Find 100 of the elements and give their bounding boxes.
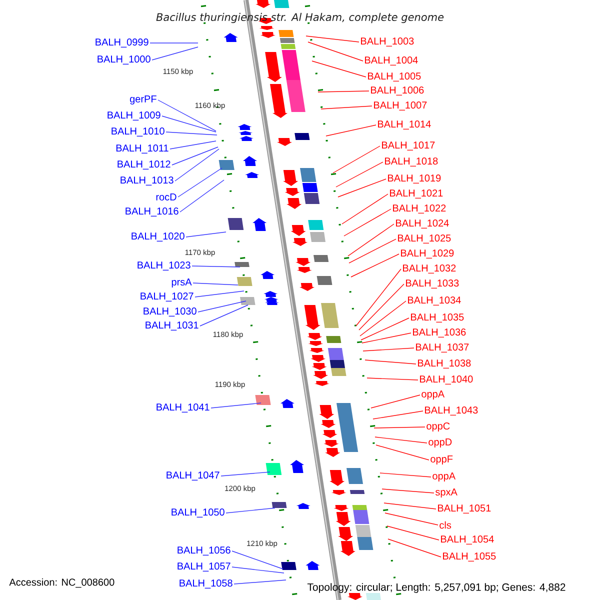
leader-line: [360, 318, 410, 340]
leader-line: [366, 378, 418, 380]
leader-line: [172, 146, 218, 166]
leader-line: [348, 238, 396, 264]
leader-line: [338, 178, 386, 198]
gene-label: BALH_1021: [390, 190, 443, 198]
gene-label: BALH_0999: [96, 38, 148, 48]
gene-label: BALH_1034: [408, 296, 461, 306]
leader-line: [166, 132, 218, 136]
gene-label: cls: [440, 521, 452, 529]
leader-line: [350, 254, 400, 278]
gene-label: BALH_1056: [178, 546, 230, 556]
gene-label: BALH_1009: [108, 112, 160, 120]
gene-label: oppD: [428, 438, 452, 448]
leader-line: [306, 36, 360, 42]
gene-label: BALH_1057: [178, 562, 230, 572]
gene-label: BALH_1025: [398, 234, 451, 244]
leader-line: [220, 472, 270, 476]
leader-line: [186, 232, 226, 238]
gene-label: BALH_1032: [403, 264, 456, 274]
leader-line: [374, 426, 426, 428]
leader-line: [152, 46, 198, 60]
gene-label: BALH_1058: [180, 580, 232, 588]
gene-label: BALH_1005: [368, 72, 421, 82]
gene-label: BALH_1013: [120, 176, 174, 186]
leader-line: [180, 180, 224, 212]
gene-label: BALH_1031: [146, 322, 198, 330]
gene-label: BALH_1011: [116, 144, 168, 154]
leader-line: [388, 538, 442, 558]
leader-line: [362, 348, 414, 352]
leader-line: [178, 168, 222, 198]
leader-line: [358, 284, 404, 330]
gene-label: BALH_1007: [374, 102, 427, 110]
leader-line: [198, 300, 246, 312]
gene-label: spxA: [435, 488, 458, 498]
leader-line: [386, 526, 440, 540]
leader-line: [308, 42, 364, 62]
gene-label: oppA: [422, 390, 445, 400]
leader-line: [326, 124, 376, 136]
gene-label: BALH_1051: [438, 504, 491, 514]
leader-line: [320, 106, 372, 110]
leader-line: [192, 266, 240, 268]
gene-label: BALH_1043: [425, 406, 478, 416]
gene-label: BALH_1037: [416, 344, 469, 352]
leader-line: [232, 566, 284, 574]
gene-label: BALH_1036: [413, 328, 466, 338]
gene-label: BALH_1017: [382, 142, 435, 150]
gene-label: prsA: [172, 278, 192, 288]
leader-line: [348, 224, 394, 256]
leader-line: [342, 194, 388, 224]
leader-line: [150, 42, 198, 44]
gene-label: BALH_1022: [393, 204, 446, 214]
gene-label: BALH_1041: [156, 404, 210, 412]
gene-label: oppC: [426, 422, 450, 432]
gene-label: oppF: [430, 456, 453, 464]
leader-line: [372, 410, 424, 420]
gene-label: BALH_1030: [144, 308, 196, 316]
gene-label: BALH_1003: [361, 38, 414, 46]
gene-label: BALH_1038: [418, 360, 471, 368]
leader-line: [234, 580, 286, 584]
leader-line: [158, 100, 216, 132]
leader-line: [200, 304, 248, 326]
leader-line: [312, 60, 366, 78]
leader-line: [360, 300, 406, 336]
gene-label: BALH_1035: [411, 314, 464, 322]
leader-line: [318, 90, 370, 92]
genome-info-text: Topology: circular; Length: 5,257,091 bp; Genes: 4,882: [307, 583, 566, 593]
leader-line: [370, 394, 420, 408]
leader-line: [384, 502, 436, 510]
leader-line: [232, 550, 284, 570]
leader-line: [356, 268, 402, 326]
leader-line: [380, 472, 432, 478]
gene-label: BALH_1029: [401, 250, 454, 258]
gene-label: BALH_1050: [172, 508, 224, 518]
gene-label: BALH_1020: [132, 232, 184, 242]
gene-label: BALH_1004: [365, 56, 418, 66]
gene-label: BALH_1024: [396, 220, 449, 228]
gene-label: BALH_1012: [118, 160, 170, 170]
leader-line: [344, 208, 392, 236]
leader-line: [362, 332, 412, 344]
gene-label: BALH_1054: [441, 536, 494, 544]
leader-line: [364, 360, 416, 364]
gene-label: BALH_1033: [406, 280, 459, 288]
leader-line: [192, 282, 238, 286]
gene-label: BALH_1014: [378, 120, 431, 130]
leader-line: [332, 146, 380, 174]
gene-label: rocD: [156, 194, 176, 200]
gene-label: BALH_1055: [443, 552, 496, 562]
gene-label: BALH_1000: [98, 56, 150, 64]
leader-line: [376, 444, 430, 460]
gene-label: BALH_1040: [420, 376, 473, 384]
leader-line: [382, 488, 434, 494]
leader-line: [226, 508, 276, 514]
gene-label: oppA: [432, 472, 456, 482]
title: Bacillus thuringiensis str. Al Hakam, complete genome: [156, 12, 444, 24]
gene-label: BALH_1016: [126, 208, 178, 216]
leader-line: [194, 290, 244, 298]
leader-line: [374, 436, 428, 444]
gene-label: BALH_1006: [371, 86, 424, 96]
gene-label: gerPF: [130, 96, 156, 104]
